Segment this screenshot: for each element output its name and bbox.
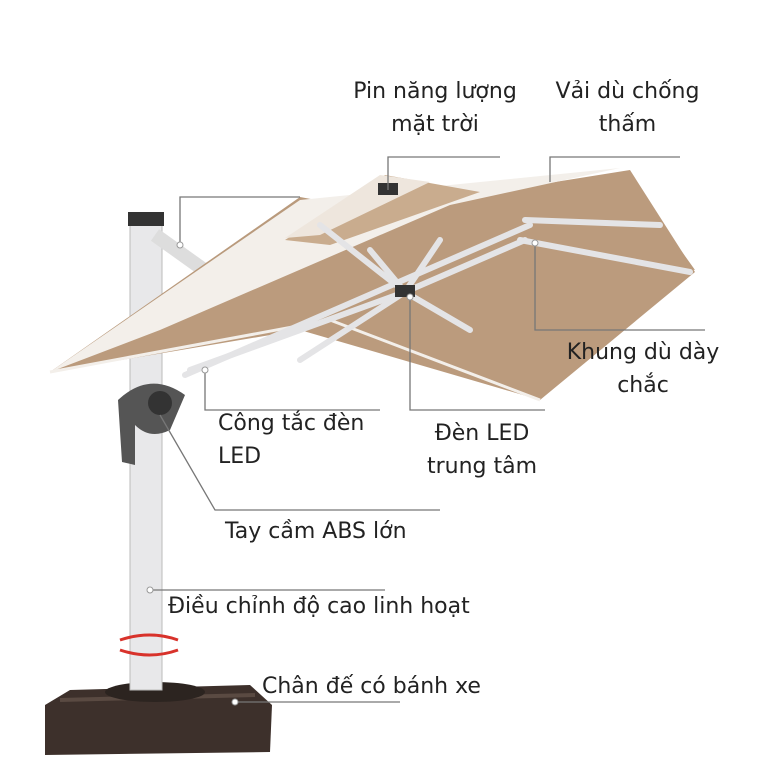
label-line: mặt trời xyxy=(391,112,479,137)
label-sturdy-frame: Khung dù dày chắc xyxy=(553,336,733,402)
label-solar-panel: Pin năng lượng mặt trời xyxy=(335,75,535,141)
wheeled-base xyxy=(45,682,272,755)
label-line: Công tắc đèn xyxy=(218,411,365,436)
label-abs-handle: Tay cầm ABS lớn xyxy=(225,519,407,544)
label-height-adjust: Điều chỉnh độ cao linh hoạt xyxy=(168,594,470,619)
label-line: chắc xyxy=(617,373,669,398)
label-line: Khung dù dày xyxy=(566,340,720,365)
label-line: Pin năng lượng xyxy=(353,79,517,104)
abs-handle xyxy=(118,383,185,465)
marker-dots xyxy=(146,239,539,706)
label-waterproof-fabric: Vải dù chống thấm xyxy=(540,75,715,141)
label-center-led: Đèn LED trung tâm xyxy=(402,417,562,483)
canopy xyxy=(49,168,695,402)
label-wheeled-base: Chân đế có bánh xe xyxy=(262,674,481,699)
label-line: thấm xyxy=(598,112,657,137)
leader-lines xyxy=(150,156,705,703)
label-line: Vải dù chống xyxy=(555,79,700,104)
label-line: trung tâm xyxy=(426,454,538,479)
label-line: LED xyxy=(218,444,262,469)
label-line: Đèn LED xyxy=(434,421,530,446)
label-led-switch: Công tắc đèn LED xyxy=(218,407,364,473)
